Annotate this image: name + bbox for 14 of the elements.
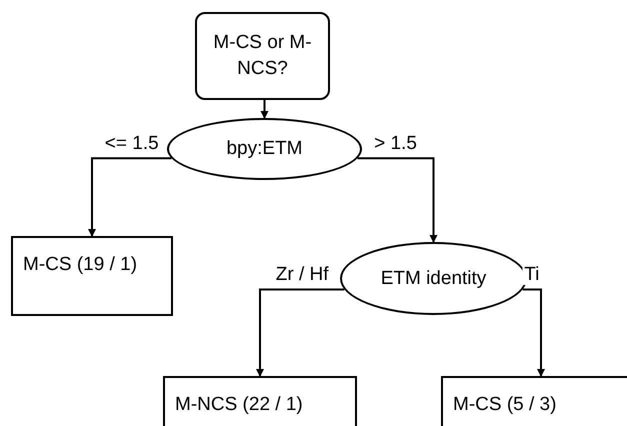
node-text: M-CS (5 / 3) bbox=[453, 393, 556, 417]
node-text: ETM identity bbox=[380, 266, 486, 290]
node-box bbox=[11, 236, 173, 316]
arrow bbox=[522, 288, 545, 377]
node-text: bpy:ETM bbox=[226, 137, 303, 161]
arrow bbox=[358, 157, 438, 243]
arrow bbox=[88, 157, 172, 237]
arrow bbox=[260, 100, 268, 119]
node-box bbox=[195, 12, 330, 100]
node-text: M-NCS (22 / 1) bbox=[175, 393, 303, 417]
arrow bbox=[256, 288, 344, 377]
node-text: M-CS or M-NCS? bbox=[212, 31, 313, 81]
edge-label: Ti bbox=[522, 265, 542, 286]
node-text: M-CS (19 / 1) bbox=[23, 253, 138, 277]
